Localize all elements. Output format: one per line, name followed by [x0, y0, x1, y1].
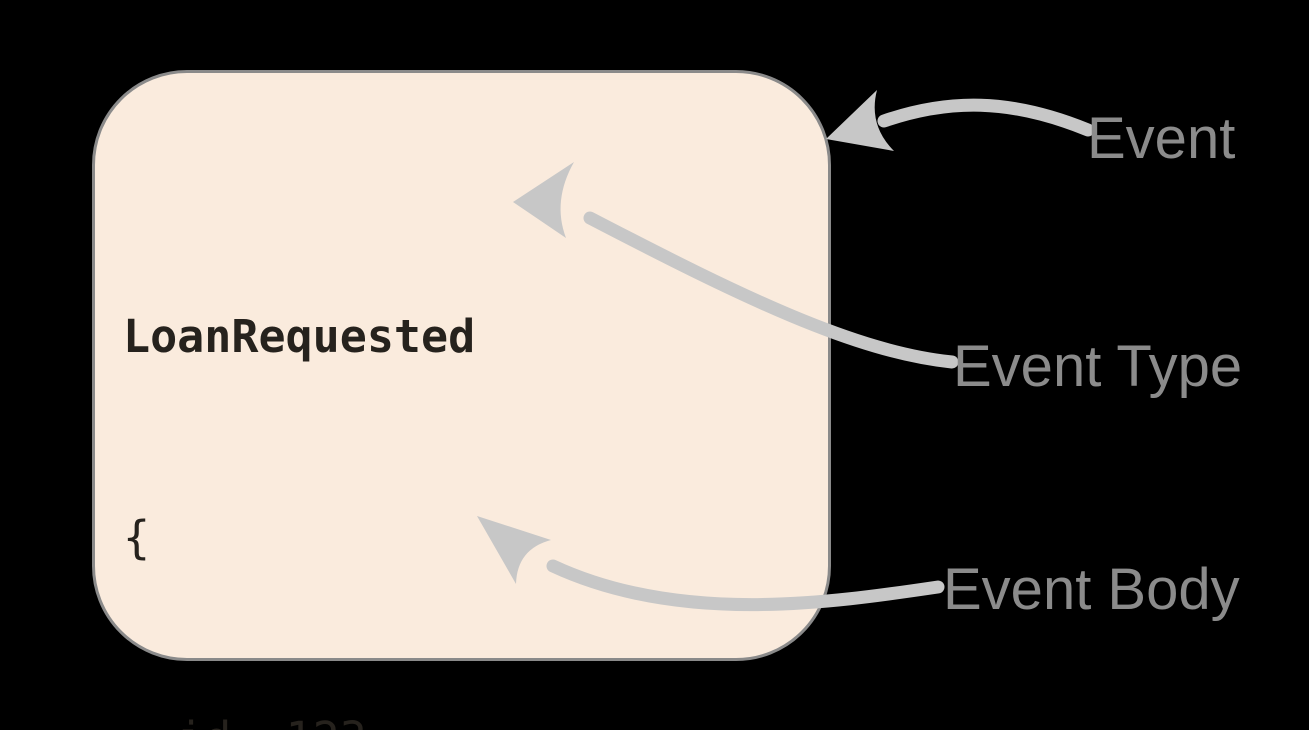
event-arrow: [826, 90, 1095, 151]
event-body-line: id: 123,: [123, 705, 746, 730]
event-body-line: {: [123, 511, 151, 564]
event-type-name: LoanRequested: [123, 310, 476, 363]
event-type-label: Event Type: [953, 334, 1243, 399]
event-card: LoanRequested { id: 123, amount: 100, bo…: [92, 70, 831, 730]
event-label: Event: [1087, 106, 1236, 171]
event-body-label: Event Body: [943, 557, 1240, 622]
event-code-block: LoanRequested { id: 123, amount: 100, bo…: [123, 169, 746, 730]
